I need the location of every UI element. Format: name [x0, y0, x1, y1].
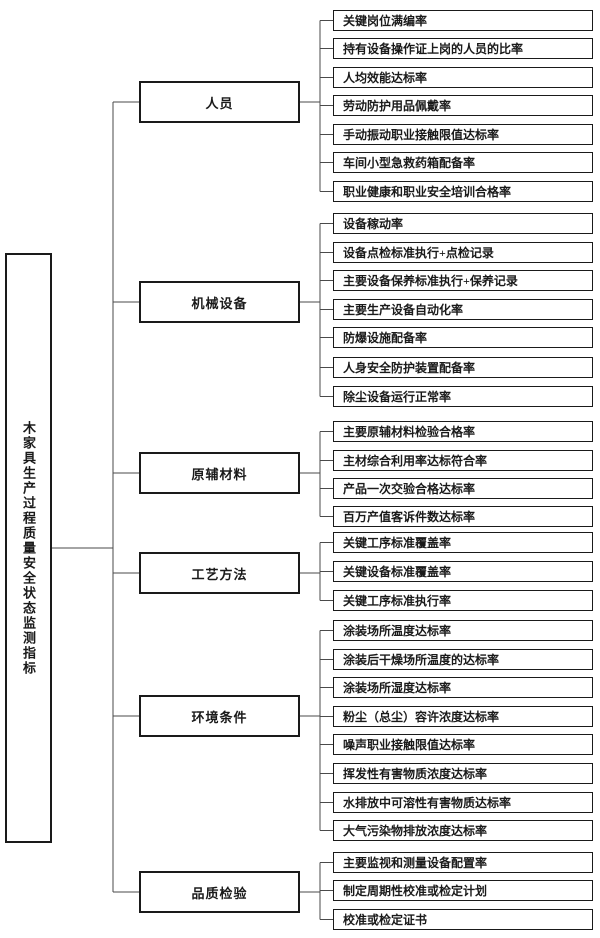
- category-label: 原辅材料: [191, 466, 248, 482]
- category-node: 工艺方法: [139, 552, 300, 594]
- leaf-node: 主要监视和测量设备配置率: [333, 852, 593, 873]
- leaf-label: 主要生产设备自动化率: [343, 303, 464, 317]
- leaf-node: 产品一次交验合格达标率: [333, 478, 593, 499]
- category-node: 环境条件: [139, 695, 300, 737]
- leaf-label: 主要原辅材料检验合格率: [343, 425, 476, 439]
- leaf-node: 设备点检标准执行+点检记录: [333, 242, 593, 263]
- leaf-node: 关键设备标准覆盖率: [333, 561, 593, 582]
- leaf-label: 主材综合利用率达标符合率: [343, 454, 488, 468]
- leaf-label: 大气污染物排放浓度达标率: [343, 824, 488, 838]
- leaf-node: 噪声职业接触限值达标率: [333, 734, 593, 755]
- leaf-node: 持有设备操作证上岗的人员的比率: [333, 38, 593, 59]
- leaf-node: 主要原辅材料检验合格率: [333, 421, 593, 442]
- category-node: 人员: [139, 81, 300, 123]
- leaf-node: 职业健康和职业安全培训合格率: [333, 181, 593, 202]
- leaf-node: 百万产值客诉件数达标率: [333, 506, 593, 527]
- leaf-node: 设备稼动率: [333, 213, 593, 234]
- category-node: 原辅材料: [139, 452, 300, 494]
- leaf-label: 产品一次交验合格达标率: [343, 482, 476, 496]
- leaf-label: 百万产值客诉件数达标率: [343, 510, 476, 524]
- leaf-node: 涂装后干燥场所温度的达标率: [333, 649, 593, 670]
- leaf-label: 制定周期性校准或检定计划: [343, 884, 488, 898]
- category-node: 机械设备: [139, 281, 300, 323]
- leaf-node: 防爆设施配备率: [333, 327, 593, 348]
- leaf-label: 关键工序标准覆盖率: [343, 536, 452, 550]
- leaf-label: 涂装场所温度达标率: [343, 624, 452, 638]
- leaf-node: 涂装场所湿度达标率: [333, 677, 593, 698]
- leaf-label: 持有设备操作证上岗的人员的比率: [343, 42, 524, 56]
- leaf-label: 车间小型急救药箱配备率: [343, 156, 476, 170]
- leaf-label: 人均效能达标率: [343, 71, 428, 85]
- leaf-node: 关键工序标准覆盖率: [333, 532, 593, 553]
- leaf-label: 涂装场所湿度达标率: [343, 681, 452, 695]
- leaf-node: 人身安全防护装置配备率: [333, 357, 593, 378]
- leaf-label: 水排放中可溶性有害物质达标率: [343, 796, 512, 810]
- leaf-node: 关键工序标准执行率: [333, 590, 593, 611]
- leaf-label: 挥发性有害物质浓度达标率: [343, 767, 488, 781]
- root-label: 木家具生产过程质量安全状态监测指标: [21, 420, 36, 676]
- leaf-node: 劳动防护用品佩戴率: [333, 95, 593, 116]
- leaf-node: 校准或检定证书: [333, 909, 593, 930]
- leaf-label: 校准或检定证书: [343, 913, 428, 927]
- category-label: 机械设备: [191, 295, 248, 311]
- leaf-label: 关键工序标准执行率: [343, 594, 452, 608]
- category-node: 品质检验: [139, 871, 300, 913]
- leaf-node: 人均效能达标率: [333, 67, 593, 88]
- leaf-node: 水排放中可溶性有害物质达标率: [333, 792, 593, 813]
- leaf-label: 噪声职业接触限值达标率: [343, 738, 476, 752]
- leaf-node: 关键岗位满编率: [333, 10, 593, 31]
- leaf-label: 主要设备保养标准执行+保养记录: [343, 274, 518, 288]
- leaf-node: 除尘设备运行正常率: [333, 386, 593, 407]
- leaf-label: 主要监视和测量设备配置率: [343, 856, 488, 870]
- leaf-label: 涂装后干燥场所温度的达标率: [343, 653, 500, 667]
- leaf-node: 主材综合利用率达标符合率: [333, 450, 593, 471]
- leaf-node: 车间小型急救药箱配备率: [333, 152, 593, 173]
- leaf-node: 制定周期性校准或检定计划: [333, 880, 593, 901]
- leaf-label: 关键岗位满编率: [343, 14, 428, 28]
- leaf-node: 大气污染物排放浓度达标率: [333, 820, 593, 841]
- leaf-label: 关键设备标准覆盖率: [343, 565, 452, 579]
- leaf-label: 设备稼动率: [343, 217, 404, 231]
- leaf-label: 劳动防护用品佩戴率: [343, 99, 452, 113]
- category-label: 品质检验: [191, 885, 248, 901]
- leaf-label: 人身安全防护装置配备率: [343, 361, 476, 375]
- leaf-node: 手动振动职业接触限值达标率: [333, 124, 593, 145]
- category-label: 环境条件: [191, 709, 248, 725]
- leaf-label: 粉尘（总尘）容许浓度达标率: [343, 710, 500, 724]
- category-label: 工艺方法: [191, 566, 248, 582]
- leaf-node: 涂装场所温度达标率: [333, 620, 593, 641]
- leaf-label: 除尘设备运行正常率: [343, 390, 452, 404]
- leaf-node: 挥发性有害物质浓度达标率: [333, 763, 593, 784]
- leaf-node: 粉尘（总尘）容许浓度达标率: [333, 706, 593, 727]
- leaf-node: 主要设备保养标准执行+保养记录: [333, 270, 593, 291]
- leaf-label: 职业健康和职业安全培训合格率: [343, 185, 512, 199]
- leaf-label: 防爆设施配备率: [343, 331, 428, 345]
- category-label: 人员: [205, 95, 234, 111]
- root-node: 木家具生产过程质量安全状态监测指标: [5, 253, 52, 843]
- leaf-label: 手动振动职业接触限值达标率: [343, 128, 500, 142]
- leaf-node: 主要生产设备自动化率: [333, 299, 593, 320]
- leaf-label: 设备点检标准执行+点检记录: [343, 246, 494, 260]
